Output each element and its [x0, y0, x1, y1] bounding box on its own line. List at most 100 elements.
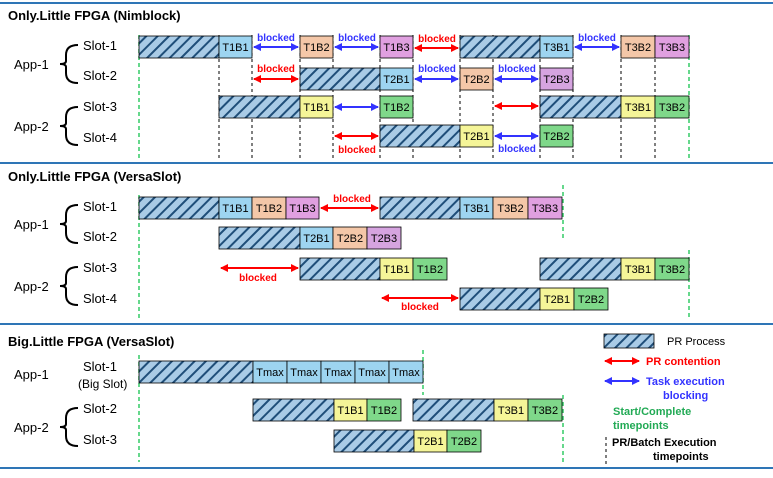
- slot-label: Slot-2: [83, 68, 117, 83]
- slot-label: Slot-1: [83, 199, 117, 214]
- task-block: [459, 124, 494, 148]
- task-label: T2B2: [543, 131, 569, 143]
- task-label: T2B3: [543, 74, 569, 86]
- panel-separators: [0, 2, 773, 469]
- task-label: T2B1: [303, 233, 329, 245]
- big-slot-note: (Big Slot): [78, 377, 127, 391]
- task-block: [388, 360, 424, 384]
- app-brace: [59, 44, 79, 84]
- pr-process: [539, 95, 622, 119]
- app-label: App-2: [14, 279, 49, 294]
- blocked-label: blocked: [418, 64, 456, 75]
- task-label: Tmax: [256, 367, 284, 379]
- task-label: T2B2: [337, 233, 363, 245]
- app-brace: [59, 204, 79, 244]
- pr-process: [299, 257, 381, 281]
- task-block: [654, 35, 690, 59]
- task-label: T3B2: [659, 264, 685, 276]
- pr-process: [379, 124, 461, 148]
- pr-process: [412, 398, 495, 422]
- task-label: T1B1: [303, 102, 329, 114]
- task-label: T3B2: [497, 203, 523, 215]
- task-block: [573, 287, 609, 311]
- task-label: T1B1: [222, 203, 248, 215]
- task-block: [366, 226, 402, 250]
- panel-title: Only.Little FPGA (Nimblock): [8, 8, 181, 23]
- panel-versaslot-little: Only.Little FPGA (VersaSlot) App-1 Slot-…: [8, 169, 690, 318]
- pr-process: [138, 196, 220, 220]
- slot-label: Slot-2: [83, 229, 117, 244]
- task-label: T3B3: [659, 42, 685, 54]
- task-label: T2B1: [544, 294, 570, 306]
- task-block: [527, 398, 563, 422]
- task-label: T3B2: [532, 405, 558, 417]
- task-block: [299, 35, 334, 59]
- task-label: T2B1: [417, 436, 443, 448]
- app-label: App-2: [14, 119, 49, 134]
- task-label: T2B3: [371, 233, 397, 245]
- task-label: T1B2: [256, 203, 282, 215]
- slot-label: Slot-4: [83, 291, 117, 306]
- blocked-label: blocked: [257, 64, 295, 75]
- slot-label: Slot-4: [83, 130, 117, 145]
- legend-blocking-label: Task execution: [646, 376, 725, 388]
- panel-title: Big.Little FPGA (VersaSlot): [8, 334, 174, 349]
- task-label: T1B2: [303, 42, 329, 54]
- task-block: [446, 429, 482, 453]
- blocked-label: blocked: [257, 33, 295, 44]
- task-block: [527, 196, 563, 220]
- pr-process: [138, 360, 254, 384]
- pr-process: [459, 287, 541, 311]
- app-brace: [59, 407, 79, 447]
- legend-pr-swatch: [603, 333, 655, 349]
- legend-contention-label: PR contention: [646, 356, 721, 368]
- task-block: [366, 398, 402, 422]
- legend-start-label-2: timepoints: [613, 420, 669, 432]
- task-label: T1B2: [371, 405, 397, 417]
- task-block: [539, 124, 574, 148]
- task-label: T2B2: [451, 436, 477, 448]
- slot-label: Slot-3: [83, 260, 117, 275]
- blocked-label: blocked: [418, 34, 456, 45]
- pr-process: [138, 35, 220, 59]
- legend-batch-label-2: timepoints: [653, 451, 709, 463]
- task-label: T1B2: [383, 102, 409, 114]
- blocked-label: blocked: [578, 33, 616, 44]
- task-label: T2B1: [463, 131, 489, 143]
- slot-label: Slot-2: [83, 401, 117, 416]
- task-label: T3B1: [625, 264, 651, 276]
- task-label: T2B2: [578, 294, 604, 306]
- slot-label: Slot-3: [83, 432, 117, 447]
- app-label: App-2: [14, 420, 49, 435]
- task-label: T1B3: [289, 203, 315, 215]
- task-label: T3B3: [532, 203, 558, 215]
- task-block: [379, 35, 414, 59]
- pr-process: [459, 35, 541, 59]
- app-brace: [59, 106, 79, 146]
- app-label: App-1: [14, 367, 49, 382]
- app-brace: [59, 266, 79, 306]
- blocked-label: blocked: [498, 144, 536, 155]
- panel-title: Only.Little FPGA (VersaSlot): [8, 169, 181, 184]
- task-label: T1B1: [222, 42, 248, 54]
- blocked-label: blocked: [239, 273, 277, 284]
- task-block: [539, 67, 574, 91]
- legend-pr-label: PR Process: [667, 336, 726, 348]
- app-label: App-1: [14, 57, 49, 72]
- task-label: T2B1: [383, 74, 409, 86]
- task-label: Tmax: [392, 367, 420, 379]
- slot-label: Slot-3: [83, 99, 117, 114]
- task-label: T1B3: [383, 42, 409, 54]
- task-block: [654, 257, 690, 281]
- blocked-label: blocked: [401, 302, 439, 313]
- panel-versaslot-big: Big.Little FPGA (VersaSlot) App-1 Slot-1…: [8, 334, 564, 462]
- blocked-label: blocked: [333, 194, 371, 205]
- task-label: T3B1: [463, 203, 489, 215]
- pr-process: [299, 67, 381, 91]
- blocked-label: blocked: [338, 33, 376, 44]
- task-label: T1B2: [417, 264, 443, 276]
- task-label: T3B1: [543, 42, 569, 54]
- blocked-label: blocked: [338, 145, 376, 156]
- pr-process: [218, 95, 301, 119]
